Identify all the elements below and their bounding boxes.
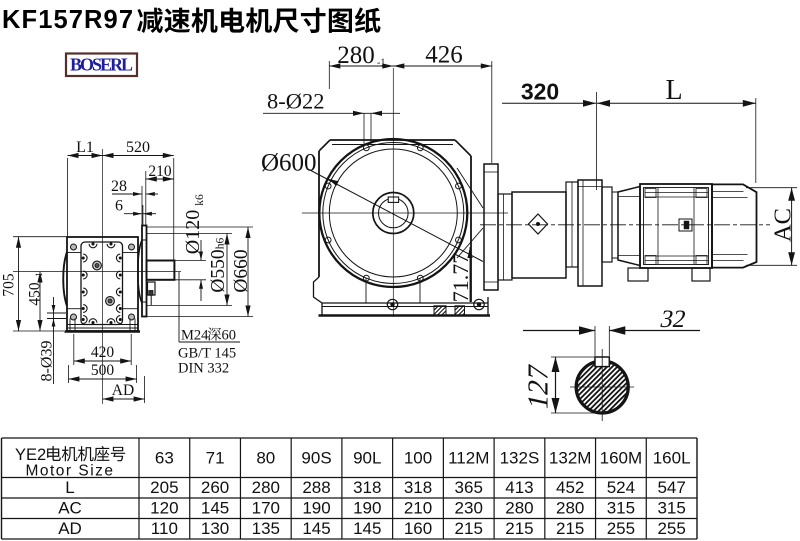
svg-text:60: 60 — [222, 328, 237, 344]
svg-text:63: 63 — [155, 449, 174, 468]
svg-text:71: 71 — [206, 449, 225, 468]
svg-text:AC: AC — [58, 499, 82, 518]
svg-text:145: 145 — [201, 499, 229, 518]
svg-text:215: 215 — [556, 519, 584, 538]
svg-text:205: 205 — [150, 478, 178, 497]
svg-text:GB/T 145: GB/T 145 — [178, 346, 236, 362]
svg-text:547: 547 — [657, 478, 685, 497]
svg-text:210: 210 — [148, 163, 172, 180]
svg-text:318: 318 — [353, 478, 381, 497]
svg-text:318: 318 — [404, 478, 432, 497]
svg-text:190: 190 — [353, 499, 381, 518]
svg-text:KF157R97: KF157R97 — [2, 6, 134, 34]
svg-text:315: 315 — [657, 499, 685, 518]
svg-text:90S: 90S — [301, 449, 331, 468]
svg-text:Ø120: Ø120 — [182, 210, 204, 254]
svg-text:L: L — [665, 75, 682, 106]
svg-text:255: 255 — [657, 519, 685, 538]
svg-text:145: 145 — [302, 519, 330, 538]
svg-text:255: 255 — [607, 519, 635, 538]
svg-text:71.77: 71.77 — [448, 253, 473, 303]
svg-text:280: 280 — [556, 499, 584, 518]
svg-text:160M: 160M — [600, 449, 643, 468]
svg-text:450: 450 — [27, 282, 44, 306]
svg-text:Motor Size: Motor Size — [25, 463, 114, 480]
svg-text:320: 320 — [521, 79, 559, 105]
svg-text:112M: 112M — [448, 449, 489, 468]
svg-text:8-Ø22: 8-Ø22 — [267, 89, 325, 114]
svg-text:-1: -1 — [377, 58, 385, 69]
svg-text:k6: k6 — [194, 194, 206, 206]
svg-text:AC: AC — [770, 208, 797, 242]
svg-text:215: 215 — [455, 519, 483, 538]
svg-text:288: 288 — [302, 478, 330, 497]
svg-text:Ø600: Ø600 — [261, 150, 317, 177]
svg-text:280: 280 — [505, 499, 533, 518]
svg-text:M24: M24 — [181, 328, 209, 344]
svg-text:280: 280 — [337, 42, 375, 69]
svg-text:420: 420 — [91, 344, 115, 361]
svg-text:190: 190 — [302, 499, 330, 518]
svg-text:8-Ø39: 8-Ø39 — [39, 341, 56, 382]
svg-text:6: 6 — [115, 198, 123, 215]
svg-text:315: 315 — [607, 499, 635, 518]
svg-text:135: 135 — [252, 519, 280, 538]
svg-text:AD: AD — [58, 519, 82, 538]
svg-text:260: 260 — [201, 478, 229, 497]
svg-text:365: 365 — [455, 478, 483, 497]
svg-text:Ø550: Ø550 — [208, 249, 229, 292]
svg-text:127: 127 — [523, 362, 555, 412]
svg-text:YE2: YE2 — [15, 446, 46, 464]
svg-text:280: 280 — [252, 478, 280, 497]
svg-text:452: 452 — [556, 478, 584, 497]
svg-text:-1: -1 — [34, 272, 44, 280]
svg-text:100: 100 — [404, 449, 432, 468]
svg-text:AD: AD — [112, 382, 134, 399]
svg-text:110: 110 — [151, 519, 178, 538]
svg-text:170: 170 — [252, 499, 280, 518]
svg-text:130: 130 — [201, 519, 229, 538]
svg-text:Ø660: Ø660 — [231, 249, 252, 292]
svg-text:524: 524 — [607, 478, 635, 497]
svg-text:413: 413 — [505, 478, 533, 497]
svg-text:426: 426 — [425, 42, 463, 69]
svg-text:L1: L1 — [76, 139, 94, 156]
svg-text:500: 500 — [91, 362, 115, 379]
svg-text:132S: 132S — [500, 449, 540, 468]
svg-text:145: 145 — [353, 519, 381, 538]
svg-text:210: 210 — [404, 499, 432, 518]
svg-text:32: 32 — [658, 305, 689, 333]
svg-text:120: 120 — [150, 499, 178, 518]
svg-text:215: 215 — [505, 519, 533, 538]
svg-text:132M: 132M — [549, 449, 592, 468]
svg-text:L: L — [65, 478, 74, 497]
svg-text:90L: 90L — [353, 449, 381, 468]
svg-text:80: 80 — [256, 449, 275, 468]
svg-text:160: 160 — [404, 519, 432, 538]
svg-text:520: 520 — [126, 139, 150, 156]
svg-text:160L: 160L — [653, 449, 691, 468]
svg-text:705: 705 — [1, 273, 18, 297]
svg-text:28: 28 — [111, 178, 127, 195]
svg-text:230: 230 — [455, 499, 483, 518]
svg-text:DIN 332: DIN 332 — [178, 361, 229, 377]
svg-text:BOSERL: BOSERL — [70, 55, 133, 75]
svg-text:h6: h6 — [215, 238, 227, 250]
